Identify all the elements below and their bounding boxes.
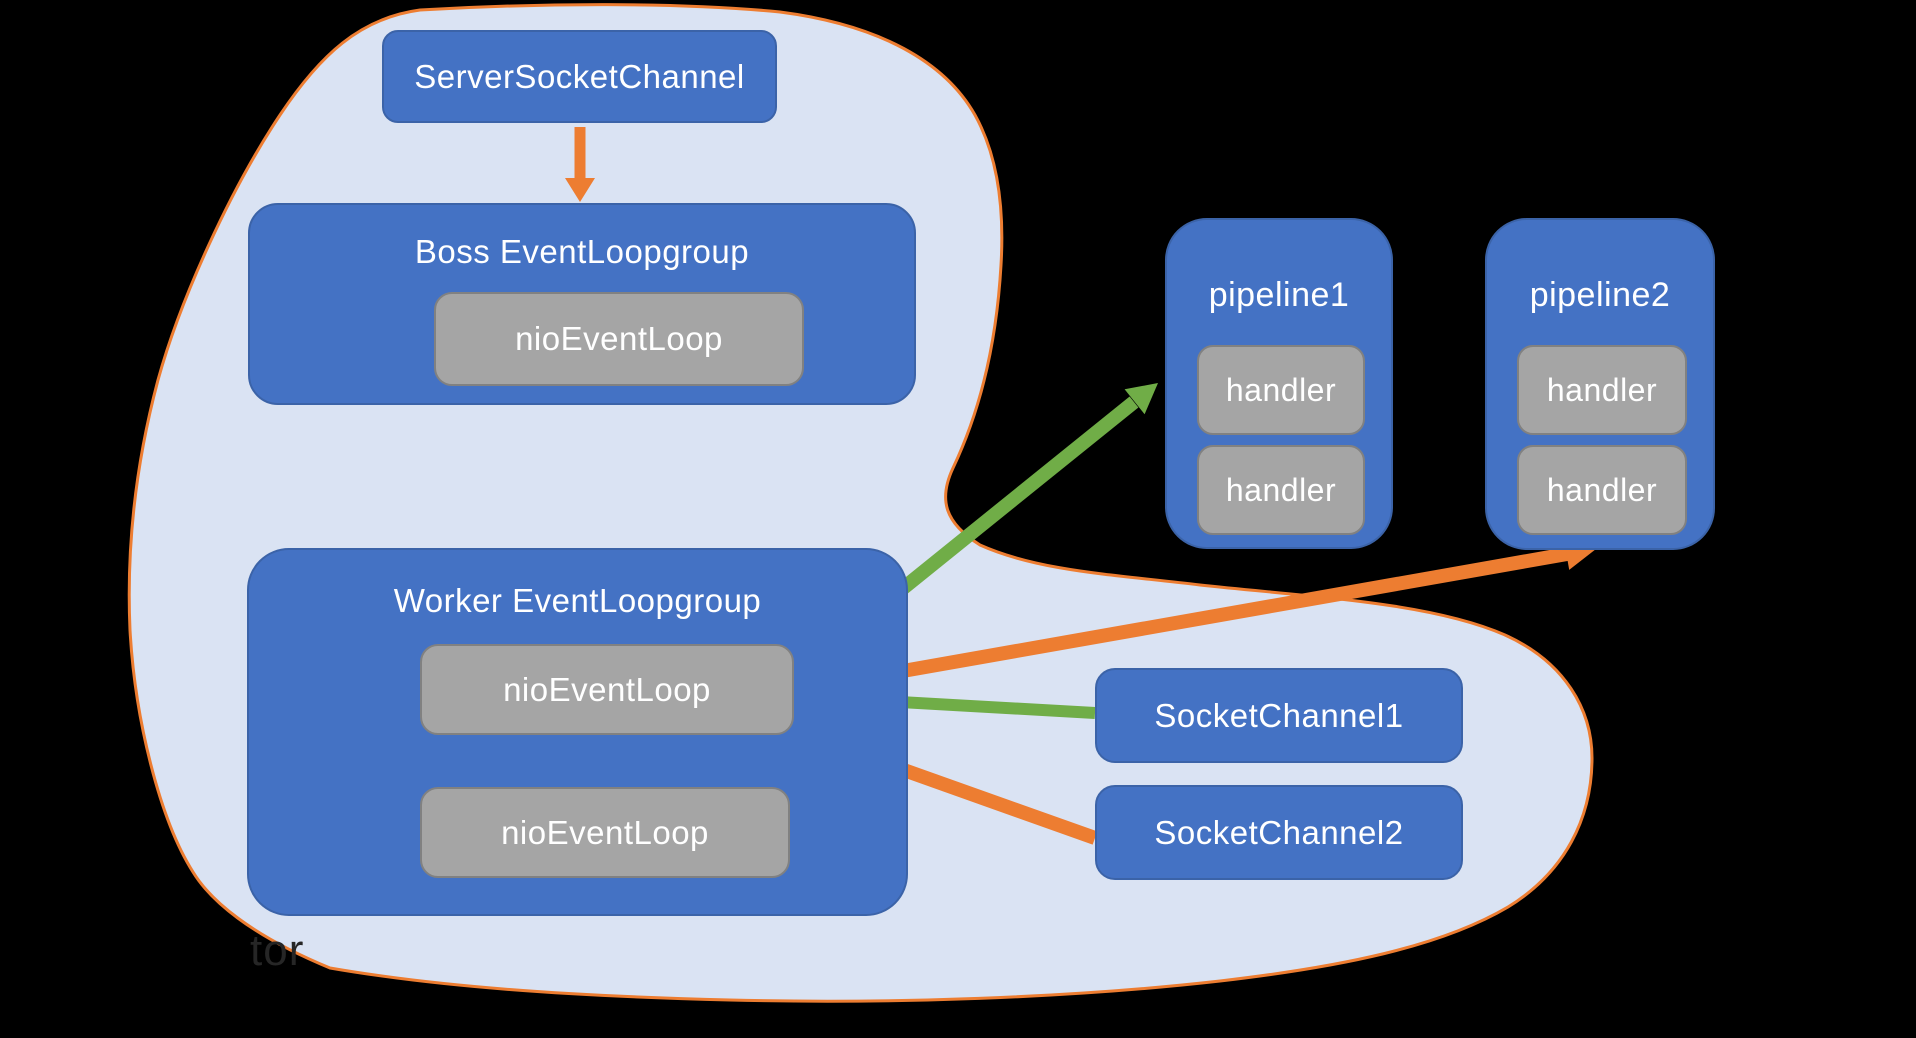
pipeline2-handler-1-label: handler: [1546, 371, 1658, 408]
worker-eventloopgroup-node: Worker EventLoopgroup nioEventLoop nioEv…: [247, 548, 908, 916]
socket-channel-1-label: SocketChannel1: [1154, 696, 1404, 734]
pipeline1-handler-1-node: handler: [1197, 345, 1365, 435]
socket-channel-2-label: SocketChannel2: [1154, 813, 1404, 851]
socket-channel-1-node: SocketChannel1: [1095, 668, 1463, 763]
pipeline2-node: pipeline2 handler handler: [1485, 218, 1715, 550]
worker-eventloopgroup-label: Worker EventLoopgroup: [393, 582, 762, 619]
boss-eventloopgroup-label: Boss EventLoopgroup: [414, 233, 750, 270]
worker-nio-event-loop-2-node: nioEventLoop: [420, 787, 790, 878]
boss-eventloopgroup-node: Boss EventLoopgroup nioEventLoop: [248, 203, 916, 405]
pipeline1-handler-2-label: handler: [1225, 471, 1337, 508]
pipeline2-handler-2-label: handler: [1546, 471, 1658, 508]
worker-nio-event-loop-2-label: nioEventLoop: [501, 813, 709, 851]
pipeline2-label: pipeline2: [1529, 276, 1671, 314]
pipeline2-handler-2-node: handler: [1517, 445, 1687, 535]
server-socket-channel-label: ServerSocketChannel: [414, 57, 745, 95]
socket-channel-2-node: SocketChannel2: [1095, 785, 1463, 880]
partial-caption-text: tor: [250, 926, 305, 975]
boss-nio-event-loop-node: nioEventLoop: [434, 292, 804, 386]
pipeline1-node: pipeline1 handler handler: [1165, 218, 1393, 549]
arrow-server-to-boss: [565, 127, 595, 202]
pipeline2-handler-1-node: handler: [1517, 345, 1687, 435]
pipeline1-handler-1-label: handler: [1225, 371, 1337, 408]
pipeline1-handler-2-node: handler: [1197, 445, 1365, 535]
server-socket-channel-node: ServerSocketChannel: [382, 30, 777, 123]
boss-nio-event-loop-label: nioEventLoop: [515, 320, 723, 357]
worker-nio-event-loop-1-label: nioEventLoop: [503, 670, 711, 708]
worker-nio-event-loop-1-node: nioEventLoop: [420, 644, 794, 735]
pipeline1-label: pipeline1: [1208, 276, 1350, 314]
